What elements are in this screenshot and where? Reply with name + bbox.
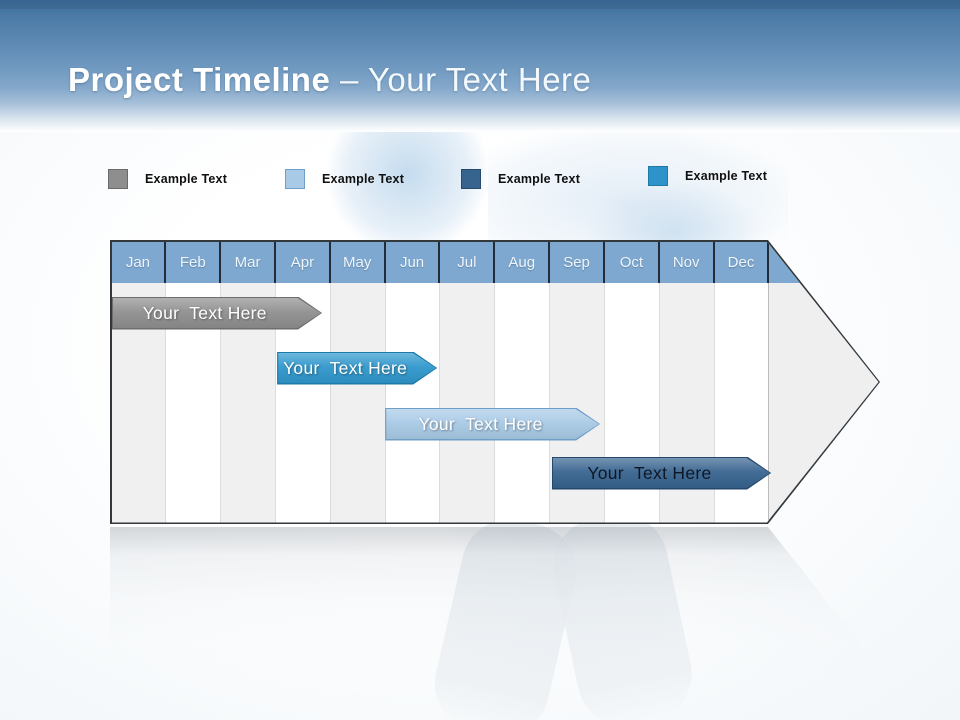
month-cell: May	[331, 241, 386, 283]
gantt-bar[interactable]: Your Text Here	[551, 456, 772, 490]
timeline-chart: Jan Feb Mar Apr May Jun Jul Aug Sep Oct …	[110, 240, 880, 524]
gantt-bar-label: Your Text Here	[283, 357, 408, 378]
gantt-bar[interactable]: Your Text Here	[385, 407, 601, 441]
month-cell: Aug	[495, 241, 551, 283]
timeline-arrow: Jan Feb Mar Apr May Jun Jul Aug Sep Oct …	[110, 240, 880, 524]
legend-label: Example Text	[498, 172, 581, 186]
legend-item: Example Text	[108, 168, 227, 190]
legend-swatch-blue	[648, 166, 668, 186]
month-cell: Apr	[276, 241, 331, 283]
gantt-bar-label: Your Text Here	[142, 302, 267, 323]
gantt-bar-label: Your Text Here	[418, 413, 543, 434]
month-cell: Nov	[660, 241, 715, 283]
month-cell: Feb	[166, 241, 222, 283]
legend-swatch-lightblue	[285, 169, 305, 189]
month-cell: Jan	[112, 241, 167, 283]
month-cell: Sep	[550, 241, 605, 283]
slide-header: Project Timeline – Your Text Here	[0, 0, 960, 132]
month-cell: Dec	[715, 241, 770, 283]
legend-swatch-gray	[108, 169, 128, 189]
slide-title-sub: – Your Text Here	[330, 61, 592, 98]
legend-item: Example Text	[648, 165, 767, 187]
month-cell: Jun	[386, 241, 441, 283]
month-cell: Mar	[221, 241, 276, 283]
slide-title-main: Project Timeline	[68, 61, 331, 98]
month-cell: Oct	[605, 241, 660, 283]
slide-title[interactable]: Project Timeline – Your Text Here	[68, 60, 591, 100]
gantt-bar-label: Your Text Here	[587, 462, 712, 483]
timeline-reflection	[110, 527, 880, 720]
legend-label: Example Text	[145, 172, 228, 186]
legend-label: Example Text	[322, 172, 405, 186]
legend-item: Example Text	[461, 168, 580, 190]
month-header-row: Jan Feb Mar Apr May Jun Jul Aug Sep Oct …	[111, 241, 879, 283]
legend-item: Example Text	[285, 168, 404, 190]
legend-label: Example Text	[685, 169, 768, 183]
legend-swatch-darkblue	[461, 169, 481, 189]
gantt-bar[interactable]: Your Text Here	[111, 296, 323, 330]
gantt-bar[interactable]: Your Text Here	[277, 351, 438, 385]
month-cell: Jul	[440, 241, 496, 283]
